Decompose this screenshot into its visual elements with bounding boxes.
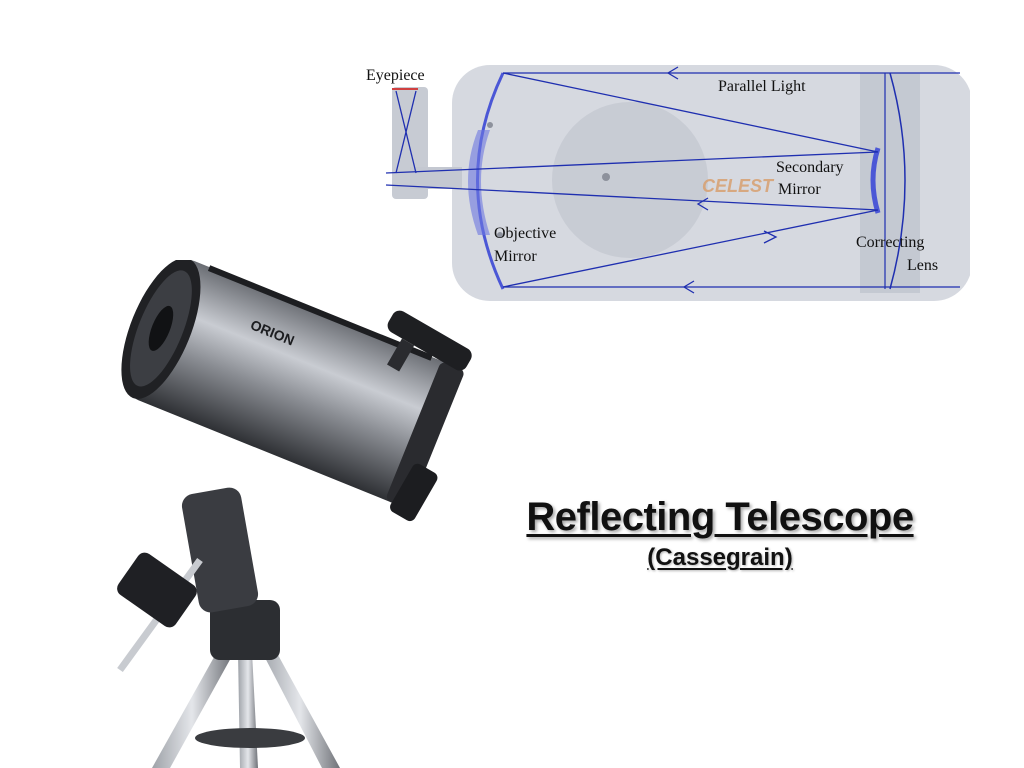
tube-rear-cell <box>386 362 464 508</box>
arrow-left-icon <box>666 66 679 80</box>
tripod-leg <box>238 652 258 768</box>
optical-tube: ORION <box>121 260 464 508</box>
cassegrain-diagram-svg: CELEST <box>366 65 970 301</box>
cassegrain-diagram: CELEST <box>360 55 970 310</box>
mount-head <box>210 600 280 660</box>
counterweight <box>117 552 197 628</box>
correcting-lens-shape <box>889 72 906 290</box>
reflected-ray-top <box>502 72 879 153</box>
tripod-leg <box>260 644 340 768</box>
tube-screw <box>497 232 503 238</box>
tube-front-ring <box>860 73 920 293</box>
converging-ray-b <box>385 184 879 211</box>
secondary-holder <box>148 305 174 351</box>
tube-body <box>129 260 456 504</box>
mount-axis <box>181 487 259 613</box>
label-parallel-light: Parallel Light <box>718 78 806 95</box>
label-eyepiece: Eyepiece <box>366 67 425 84</box>
arrow-left-icon <box>696 197 709 211</box>
tripod-leg <box>152 650 232 768</box>
secondary-mirror-shape <box>870 147 881 214</box>
objective-mirror-fill <box>468 130 490 235</box>
tube-brand-text: CELEST <box>702 176 775 196</box>
label-correcting-lens-1: Correcting <box>856 234 924 251</box>
tube-screw <box>602 173 610 181</box>
finder-bracket <box>387 338 415 372</box>
eyepiece-ray-b <box>395 90 417 174</box>
tube-screw <box>487 122 493 128</box>
dovetail-rail <box>207 265 433 361</box>
label-secondary-mirror-2: Mirror <box>778 181 821 198</box>
light-rays <box>385 66 960 294</box>
reflected-ray-bottom <box>502 209 879 288</box>
slide-subtitle: (Cassegrain) <box>647 544 793 571</box>
converging-ray-a <box>385 151 879 174</box>
tube-disk-shape <box>552 102 708 258</box>
eyepiece-diagonal <box>390 463 438 522</box>
finder-tube <box>387 310 472 371</box>
label-objective-mirror-2: Mirror <box>494 248 537 265</box>
arrow-right-icon <box>763 230 778 244</box>
label-objective-mirror-1: Objective <box>494 225 556 242</box>
telescope-photo: ORION <box>100 260 500 768</box>
slide-title: Reflecting Telescope <box>526 495 914 539</box>
telescope-illustration-icon: ORION <box>117 260 472 768</box>
arrow-left-icon <box>682 280 695 294</box>
label-secondary-mirror-1: Secondary <box>776 159 844 176</box>
label-correcting-lens-2: Lens <box>907 257 938 274</box>
eyepiece-tube <box>410 167 462 189</box>
accessory-tray <box>195 728 305 748</box>
finder-scope <box>387 310 472 372</box>
title-block: Reflecting Telescope (Cassegrain) <box>470 495 970 572</box>
